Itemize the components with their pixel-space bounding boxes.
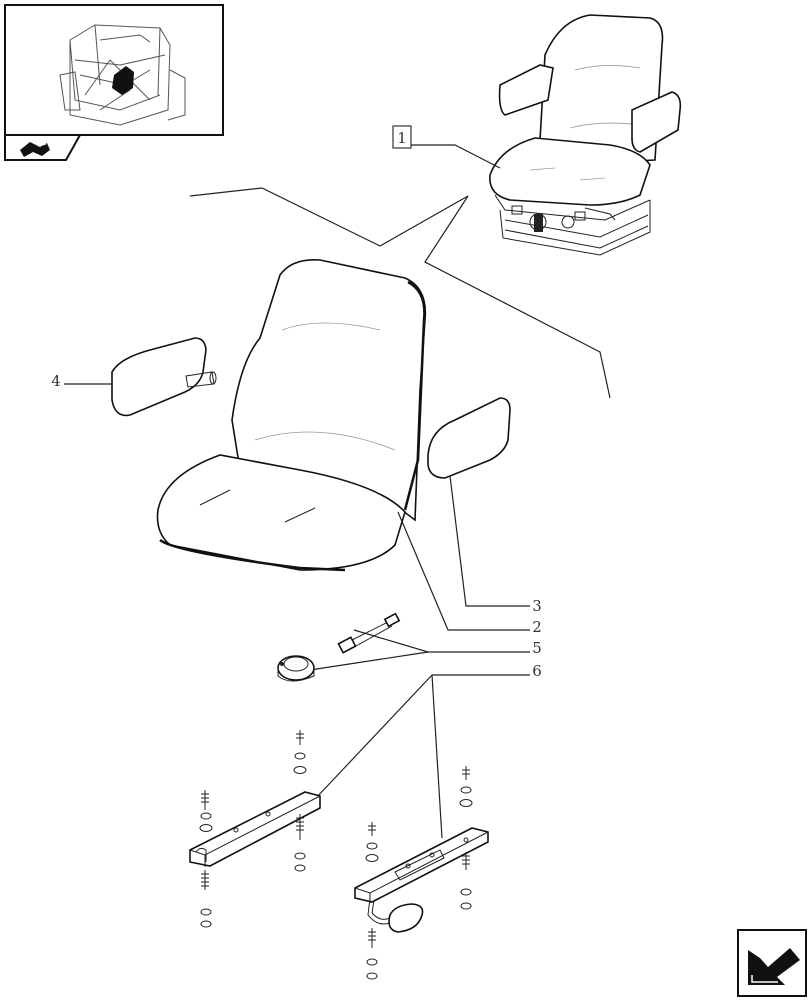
armrest-right (427, 397, 511, 479)
callout-2: 2 (397, 511, 542, 636)
callout-3: 3 (449, 475, 542, 615)
callout-5: 5 (309, 629, 542, 671)
armrest-left (111, 337, 217, 417)
slide-rail-right (354, 766, 489, 980)
slide-rail-left (189, 730, 321, 928)
seat-assembly-small (489, 14, 682, 256)
seat-highlight-icon (112, 66, 134, 95)
callout-6-label: 6 (532, 662, 542, 680)
book-arrow-icon[interactable] (4, 134, 82, 161)
callout-2-label: 2 (532, 618, 542, 636)
callout-1: 1 (392, 125, 501, 169)
callout-1-label: 1 (397, 129, 407, 147)
tractor-cab-thumbnail[interactable] (4, 4, 224, 136)
callout-6: 6 (315, 662, 542, 839)
callout-5-label: 5 (532, 639, 542, 657)
explode-line-left (189, 187, 469, 247)
wiring-harness (337, 612, 401, 654)
seat-cushion-exploded (156, 258, 427, 572)
callout-4: 4 (51, 372, 112, 390)
explode-line-right (424, 195, 611, 399)
callout-4-label: 4 (51, 372, 61, 390)
seat-switch (277, 655, 315, 682)
next-page-arrow-icon[interactable] (737, 929, 807, 997)
callout-3-label: 3 (532, 597, 542, 615)
